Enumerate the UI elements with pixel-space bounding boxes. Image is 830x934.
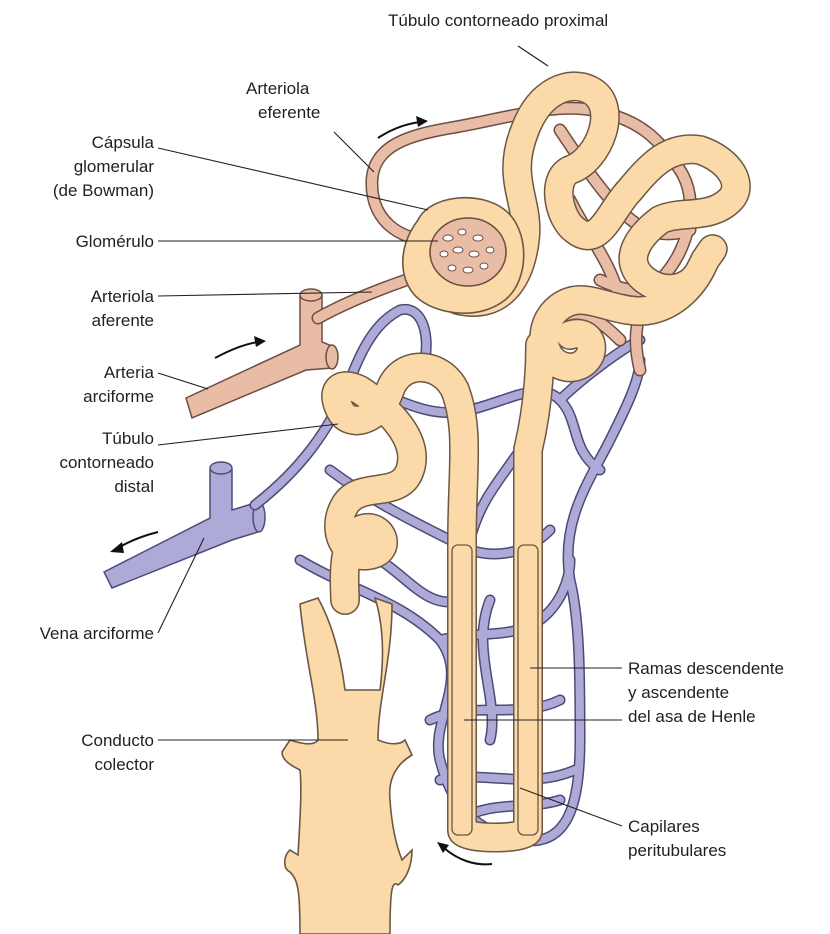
arcuate-artery-trunk bbox=[186, 296, 332, 418]
label-bowman-capsule: Cápsula glomerular (de Bowman) bbox=[53, 133, 155, 200]
svg-text:arciforme: arciforme bbox=[83, 387, 154, 406]
label-proximal-tubule: Túbulo contorneado proximal bbox=[388, 11, 608, 30]
svg-text:(de Bowman): (de Bowman) bbox=[53, 181, 154, 200]
svg-text:aferente: aferente bbox=[92, 311, 154, 330]
label-arcuate-vein: Vena arciforme bbox=[40, 624, 154, 643]
svg-text:distal: distal bbox=[114, 477, 154, 496]
arcuate-artery bbox=[186, 289, 338, 418]
label-distal-tubule: Túbulo contorneado distal bbox=[59, 429, 154, 496]
svg-text:eferente: eferente bbox=[258, 103, 320, 122]
svg-text:del asa de Henle: del asa de Henle bbox=[628, 707, 756, 726]
label-afferent-arteriole: Arteriola aferente bbox=[91, 287, 155, 330]
svg-text:y ascendente: y ascendente bbox=[628, 683, 729, 702]
label-arcuate-artery: Arteria arciforme bbox=[83, 363, 154, 406]
henle-limbs bbox=[452, 545, 538, 835]
svg-text:Conducto: Conducto bbox=[81, 731, 154, 750]
label-efferent-arteriole: Arteriola eferente bbox=[246, 79, 320, 122]
svg-text:Arteria: Arteria bbox=[104, 363, 155, 382]
bowman-capsule bbox=[403, 198, 524, 314]
label-peritubular-capillaries: Capilares peritubulares bbox=[628, 817, 726, 860]
svg-text:Ramas descendente: Ramas descendente bbox=[628, 659, 784, 678]
label-loop-of-henle: Ramas descendente y ascendente del asa d… bbox=[628, 659, 784, 726]
svg-text:Cápsula: Cápsula bbox=[92, 133, 155, 152]
svg-text:Arteriola: Arteriola bbox=[91, 287, 155, 306]
svg-text:glomerular: glomerular bbox=[74, 157, 155, 176]
flow-direction-arrow-icon bbox=[215, 336, 266, 358]
svg-text:peritubulares: peritubulares bbox=[628, 841, 726, 860]
collecting-duct-body bbox=[282, 598, 412, 934]
svg-text:colector: colector bbox=[94, 755, 154, 774]
collecting-duct bbox=[282, 598, 412, 934]
svg-text:Arteriola: Arteriola bbox=[246, 79, 310, 98]
svg-text:Capilares: Capilares bbox=[628, 817, 700, 836]
svg-text:contorneado: contorneado bbox=[59, 453, 154, 472]
label-collecting-duct: Conducto colector bbox=[81, 731, 154, 774]
svg-text:Túbulo: Túbulo bbox=[102, 429, 154, 448]
label-glomerulus: Glomérulo bbox=[76, 232, 154, 251]
